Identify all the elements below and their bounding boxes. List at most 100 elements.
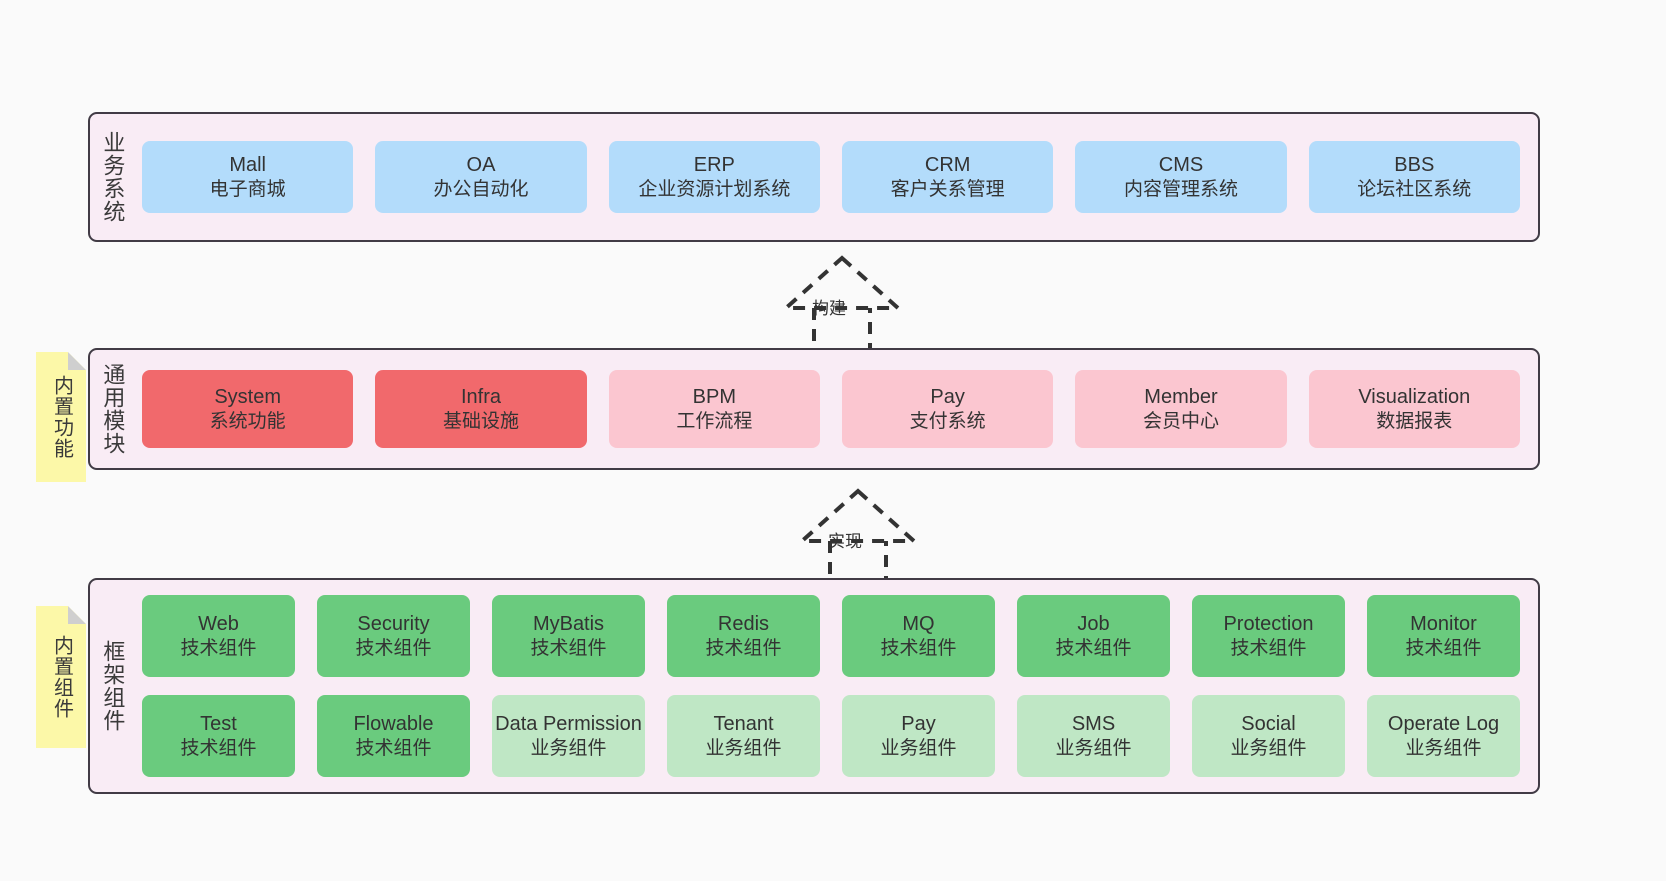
common-row: System 系统功能 Infra 基础设施 BPM 工作流程 Pay 支付系统… bbox=[142, 370, 1520, 448]
box-mall-cn: 电子商城 bbox=[209, 178, 286, 200]
box-visualization-cn: 数据报表 bbox=[1376, 410, 1453, 432]
box-system-cn: 系统功能 bbox=[209, 410, 286, 432]
box-oa-en: OA bbox=[466, 154, 496, 177]
box-flowable-en: Flowable bbox=[353, 713, 434, 736]
box-infra-en: Infra bbox=[460, 386, 501, 409]
box-protection-en: Protection bbox=[1223, 613, 1314, 636]
box-infra[interactable]: Infra 基础设施 bbox=[375, 370, 587, 448]
box-test-cn: 技术组件 bbox=[180, 737, 257, 759]
box-pay-component-en: Pay bbox=[901, 713, 936, 736]
box-web-en: Web bbox=[198, 613, 239, 636]
box-pay-module-cn: 支付系统 bbox=[909, 410, 986, 432]
box-erp-cn: 企业资源计划系统 bbox=[638, 178, 791, 200]
box-monitor-en: Monitor bbox=[1410, 613, 1477, 636]
layer-common-modules: 通用模块 System 系统功能 Infra 基础设施 BPM 工作流程 Pay… bbox=[88, 348, 1540, 470]
box-tenant[interactable]: Tenant 业务组件 bbox=[667, 695, 820, 777]
box-bbs[interactable]: BBS 论坛社区系统 bbox=[1308, 141, 1520, 213]
box-oa-cn: 办公自动化 bbox=[433, 178, 529, 200]
layer-common-title: 通用模块 bbox=[100, 363, 126, 455]
box-visualization-en: Visualization bbox=[1358, 386, 1471, 409]
box-system[interactable]: System 系统功能 bbox=[142, 370, 354, 448]
box-crm[interactable]: CRM 客户关系管理 bbox=[841, 141, 1054, 213]
box-erp[interactable]: ERP 企业资源计划系统 bbox=[608, 141, 820, 213]
box-flowable[interactable]: Flowable 技术组件 bbox=[317, 695, 470, 777]
box-crm-cn: 客户关系管理 bbox=[890, 178, 1005, 200]
box-bbs-en: BBS bbox=[1394, 154, 1435, 177]
note-builtin-functions: 内置功能 bbox=[36, 352, 86, 482]
box-redis-cn: 技术组件 bbox=[705, 637, 782, 659]
box-monitor[interactable]: Monitor 技术组件 bbox=[1367, 595, 1520, 677]
box-mybatis-cn: 技术组件 bbox=[530, 637, 607, 659]
box-protection[interactable]: Protection 技术组件 bbox=[1192, 595, 1345, 677]
box-crm-en: CRM bbox=[924, 154, 971, 177]
layer-business-title: 业务系统 bbox=[100, 131, 126, 223]
box-security[interactable]: Security 技术组件 bbox=[317, 595, 470, 677]
box-visualization[interactable]: Visualization 数据报表 bbox=[1308, 370, 1520, 448]
box-system-en: System bbox=[214, 386, 281, 409]
layer-framework-body: Web 技术组件 Security 技术组件 MyBatis 技术组件 Redi… bbox=[134, 580, 1538, 792]
box-test-en: Test bbox=[200, 713, 237, 736]
box-bpm[interactable]: BPM 工作流程 bbox=[608, 370, 820, 448]
framework-row-2: Test 技术组件 Flowable 技术组件 Data Permission … bbox=[142, 695, 1520, 777]
box-oa[interactable]: OA 办公自动化 bbox=[375, 141, 587, 213]
box-job-en: Job bbox=[1077, 613, 1110, 636]
layer-framework-title: 框架组件 bbox=[100, 640, 126, 732]
connector-implement: 实现 bbox=[768, 488, 948, 591]
box-redis[interactable]: Redis 技术组件 bbox=[667, 595, 820, 677]
note-fold-corner-icon bbox=[68, 352, 86, 370]
box-security-cn: 技术组件 bbox=[355, 637, 432, 659]
box-member-en: Member bbox=[1144, 386, 1218, 409]
connector-implement-label: 实现 bbox=[828, 532, 862, 551]
box-data-permission-cn: 业务组件 bbox=[530, 737, 607, 759]
box-flowable-cn: 技术组件 bbox=[355, 737, 432, 759]
box-member-cn: 会员中心 bbox=[1142, 410, 1219, 432]
box-cms[interactable]: CMS 内容管理系统 bbox=[1075, 141, 1287, 213]
box-operate-log-en: Operate Log bbox=[1387, 713, 1500, 736]
note-builtin-components-label: 内置组件 bbox=[50, 635, 73, 719]
layer-business-body: Mall 电子商城 OA 办公自动化 ERP 企业资源计划系统 CRM 客户关系… bbox=[134, 114, 1538, 240]
box-bpm-en: BPM bbox=[692, 386, 736, 409]
box-sms[interactable]: SMS 业务组件 bbox=[1017, 695, 1170, 777]
box-tenant-cn: 业务组件 bbox=[705, 737, 782, 759]
box-web-cn: 技术组件 bbox=[180, 637, 257, 659]
box-sms-en: SMS bbox=[1071, 713, 1116, 736]
box-protection-cn: 技术组件 bbox=[1230, 637, 1307, 659]
layer-framework-components: 框架组件 Web 技术组件 Security 技术组件 MyBatis 技术组件… bbox=[88, 578, 1540, 794]
box-cms-en: CMS bbox=[1158, 154, 1204, 177]
box-job-cn: 技术组件 bbox=[1055, 637, 1132, 659]
box-bbs-cn: 论坛社区系统 bbox=[1357, 178, 1472, 200]
box-pay-module[interactable]: Pay 支付系统 bbox=[841, 370, 1054, 448]
box-web[interactable]: Web 技术组件 bbox=[142, 595, 295, 677]
box-mall[interactable]: Mall 电子商城 bbox=[142, 141, 354, 213]
box-job[interactable]: Job 技术组件 bbox=[1017, 595, 1170, 677]
box-pay-module-en: Pay bbox=[930, 386, 965, 409]
box-security-en: Security bbox=[357, 613, 430, 636]
note-builtin-functions-label: 内置功能 bbox=[50, 375, 73, 459]
box-mybatis[interactable]: MyBatis 技术组件 bbox=[492, 595, 645, 677]
box-mq-en: MQ bbox=[902, 613, 935, 636]
box-mybatis-en: MyBatis bbox=[532, 613, 605, 636]
box-pay-component-cn: 业务组件 bbox=[880, 737, 957, 759]
box-mall-en: Mall bbox=[229, 154, 266, 177]
note-fold-corner-icon bbox=[68, 606, 86, 624]
box-member[interactable]: Member 会员中心 bbox=[1075, 370, 1287, 448]
box-social[interactable]: Social 业务组件 bbox=[1192, 695, 1345, 777]
note-builtin-components: 内置组件 bbox=[36, 606, 86, 748]
box-pay-component[interactable]: Pay 业务组件 bbox=[842, 695, 995, 777]
box-operate-log[interactable]: Operate Log 业务组件 bbox=[1367, 695, 1520, 777]
box-data-permission[interactable]: Data Permission 业务组件 bbox=[492, 695, 645, 777]
box-data-permission-en: Data Permission bbox=[495, 713, 642, 736]
box-redis-en: Redis bbox=[717, 613, 770, 636]
box-mq[interactable]: MQ 技术组件 bbox=[842, 595, 995, 677]
layer-common-body: System 系统功能 Infra 基础设施 BPM 工作流程 Pay 支付系统… bbox=[134, 350, 1538, 468]
box-bpm-cn: 工作流程 bbox=[676, 410, 753, 432]
framework-row-1: Web 技术组件 Security 技术组件 MyBatis 技术组件 Redi… bbox=[142, 595, 1520, 677]
box-mq-cn: 技术组件 bbox=[880, 637, 957, 659]
box-infra-cn: 基础设施 bbox=[442, 410, 519, 432]
layer-business-systems: 业务系统 Mall 电子商城 OA 办公自动化 ERP 企业资源计划系统 CRM… bbox=[88, 112, 1540, 242]
box-sms-cn: 业务组件 bbox=[1055, 737, 1132, 759]
box-tenant-en: Tenant bbox=[713, 713, 774, 736]
box-erp-en: ERP bbox=[693, 154, 735, 177]
box-test[interactable]: Test 技术组件 bbox=[142, 695, 295, 777]
